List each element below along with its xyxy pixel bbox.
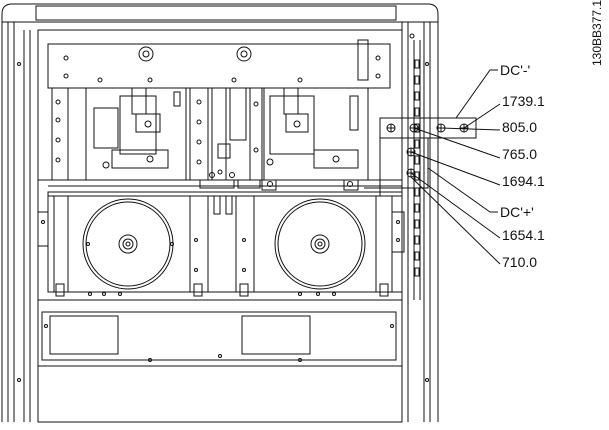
label-710: 710.0 [502,254,537,270]
cabinet-outer-frame [1,3,439,422]
busbar-rail [38,172,402,191]
leader-dc-minus [455,69,498,119]
left-power-module [85,87,187,181]
leader-805 [440,127,501,131]
label-dc-minus: DC'-' [500,62,530,78]
busbar-connector [379,138,402,197]
left-fan [82,198,174,290]
label-1654: 1654.1 [502,227,545,243]
label-dc-plus: DC'+' [500,204,534,220]
leader-1739 [463,103,501,129]
right-rail-slots [414,59,420,277]
top-cover [35,5,397,21]
bottom-panel [38,299,402,367]
terminal-bolt [409,123,419,133]
leader-1694 [410,151,501,186]
right-power-module [263,39,369,181]
inner-frame [37,29,403,423]
center-column [189,87,263,181]
dc-terminals [364,117,477,197]
terminal-bolt [386,123,396,133]
label-1739: 1739.1 [502,93,545,109]
callout-labels: DC'-' 1739.1 805.0 765.0 1694.1 DC'+' 16… [500,62,545,270]
dc-plus-busbar [401,137,429,189]
left-bracket [51,87,87,181]
cabinet-drawing [1,3,439,423]
label-1694: 1694.1 [502,173,545,189]
label-805: 805.0 [502,119,537,135]
leader-1654 [410,172,501,239]
fan-section [37,191,405,293]
left-rail [7,22,31,422]
leader-lines [410,69,501,265]
fan-supports [53,195,393,297]
right-rail [401,22,431,422]
leader-765 [413,127,501,159]
leader-dc-plus [427,167,498,213]
label-765: 765.0 [502,146,537,162]
top-mounting-plate [47,43,391,89]
leader-710 [410,176,501,265]
right-fan [170,198,366,290]
drawing-code: 130BB377.10 [590,0,604,66]
